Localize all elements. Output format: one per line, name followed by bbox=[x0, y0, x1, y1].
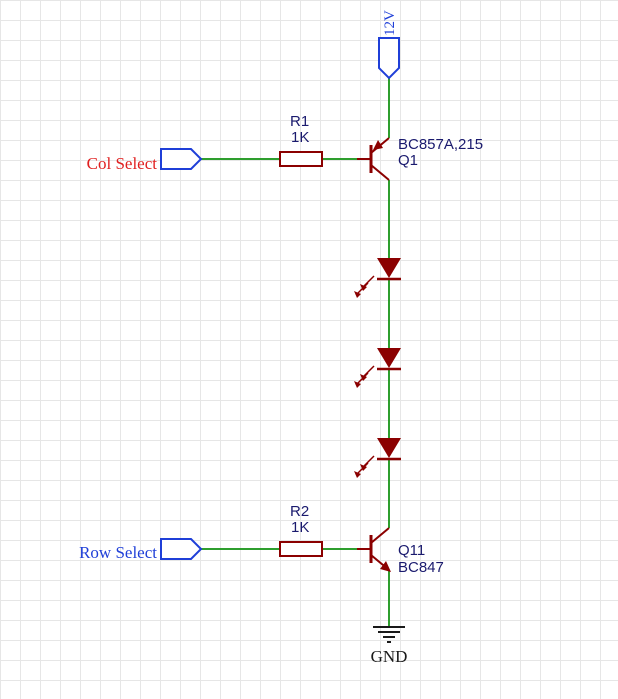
q11-designator: Q11 bbox=[398, 542, 425, 559]
r2-value: 1K bbox=[291, 519, 309, 536]
led-emission-arrows bbox=[355, 275, 375, 296]
emission-arrowhead-icon bbox=[354, 381, 361, 388]
emission-arrowhead-icon bbox=[360, 284, 367, 291]
row-select-label: Row Select bbox=[79, 543, 157, 562]
power-port-12v: 12V bbox=[378, 10, 400, 80]
col-select-label: Col Select bbox=[87, 154, 158, 173]
emission-arrowhead-icon bbox=[354, 471, 361, 478]
q1-part: BC857A,215 bbox=[398, 136, 483, 153]
q11-collector bbox=[370, 527, 390, 544]
led-3 bbox=[354, 438, 401, 478]
resistor-icon bbox=[279, 541, 323, 557]
emission-arrowhead-icon bbox=[354, 291, 361, 298]
emission-arrowhead-icon bbox=[360, 464, 367, 471]
resistor-r2: R2 1K bbox=[279, 503, 323, 557]
led-icon bbox=[377, 258, 401, 278]
q1-collector bbox=[370, 164, 390, 181]
q1-designator: Q1 bbox=[398, 152, 418, 169]
pnp-arrow-icon bbox=[373, 140, 383, 150]
power-arrow-icon bbox=[378, 37, 400, 80]
r1-designator: R1 bbox=[290, 113, 309, 130]
resistor-icon bbox=[279, 151, 323, 167]
port-arrow-icon bbox=[160, 148, 203, 170]
ground-symbol: GND bbox=[371, 626, 408, 666]
npn-arrow-icon bbox=[380, 561, 391, 572]
ground-label: GND bbox=[371, 647, 408, 666]
led-1 bbox=[354, 258, 401, 298]
col-select-port: Col Select bbox=[87, 148, 203, 173]
resistor-r1: R1 1K bbox=[279, 113, 323, 167]
wires bbox=[201, 78, 390, 626]
port-arrow-icon bbox=[160, 538, 203, 560]
q11-part: BC847 bbox=[398, 559, 444, 576]
led-icon bbox=[377, 438, 401, 458]
led-2 bbox=[354, 348, 401, 388]
row-select-port: Row Select bbox=[79, 538, 203, 562]
r1-value: 1K bbox=[291, 129, 309, 146]
emission-arrowhead-icon bbox=[360, 374, 367, 381]
led-icon bbox=[377, 348, 401, 368]
led-emission-arrows bbox=[355, 365, 375, 386]
transistor-q11: Q11 BC847 bbox=[357, 527, 444, 576]
transistor-q1: BC857A,215 Q1 bbox=[357, 136, 483, 181]
power-label: 12V bbox=[382, 10, 398, 36]
led-emission-arrows bbox=[355, 455, 375, 476]
r2-designator: R2 bbox=[290, 503, 309, 520]
